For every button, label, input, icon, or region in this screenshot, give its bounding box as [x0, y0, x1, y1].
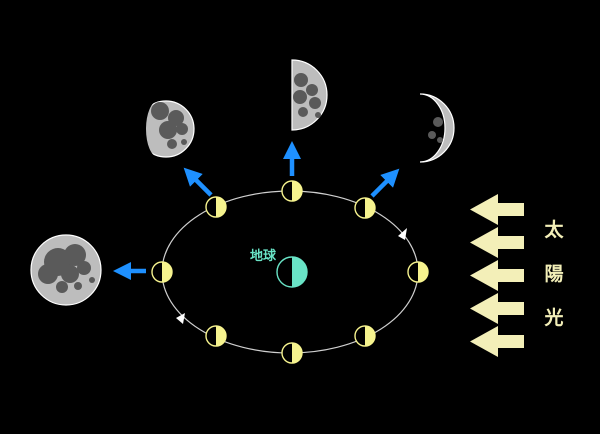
earth-label: 地球 [250, 248, 277, 264]
sunlight-label-char: 太 [544, 219, 564, 241]
view-arrow-icon [370, 168, 400, 198]
sunlight-arrow-icon [470, 227, 524, 258]
moon-icon [354, 325, 376, 347]
moon-icon [205, 196, 227, 218]
sunlight-arrow-icon [470, 194, 524, 225]
crescent-moon-icon [419, 93, 455, 163]
moon-icon [151, 261, 173, 283]
moon-icon [205, 325, 227, 347]
earth-icon [276, 256, 308, 288]
orbit-direction-icon [398, 228, 407, 240]
sunlight-label-char: 光 [544, 307, 564, 329]
orbit-direction-icon [176, 313, 185, 324]
moon-icon [407, 261, 429, 283]
sunlight-arrow-icon [470, 326, 524, 357]
moon-icon [281, 180, 303, 202]
moon-icon [354, 197, 376, 219]
sunlight-arrow-icon [470, 260, 524, 291]
half-moon-icon [291, 59, 328, 131]
sunlight-arrow-icon [470, 293, 524, 324]
view-arrow-icon [183, 167, 213, 197]
gibbous-moon-icon [130, 100, 195, 158]
moon-icon [281, 342, 303, 364]
sunlight-label-char: 陽 [544, 263, 564, 285]
full-moon-icon [30, 234, 102, 306]
